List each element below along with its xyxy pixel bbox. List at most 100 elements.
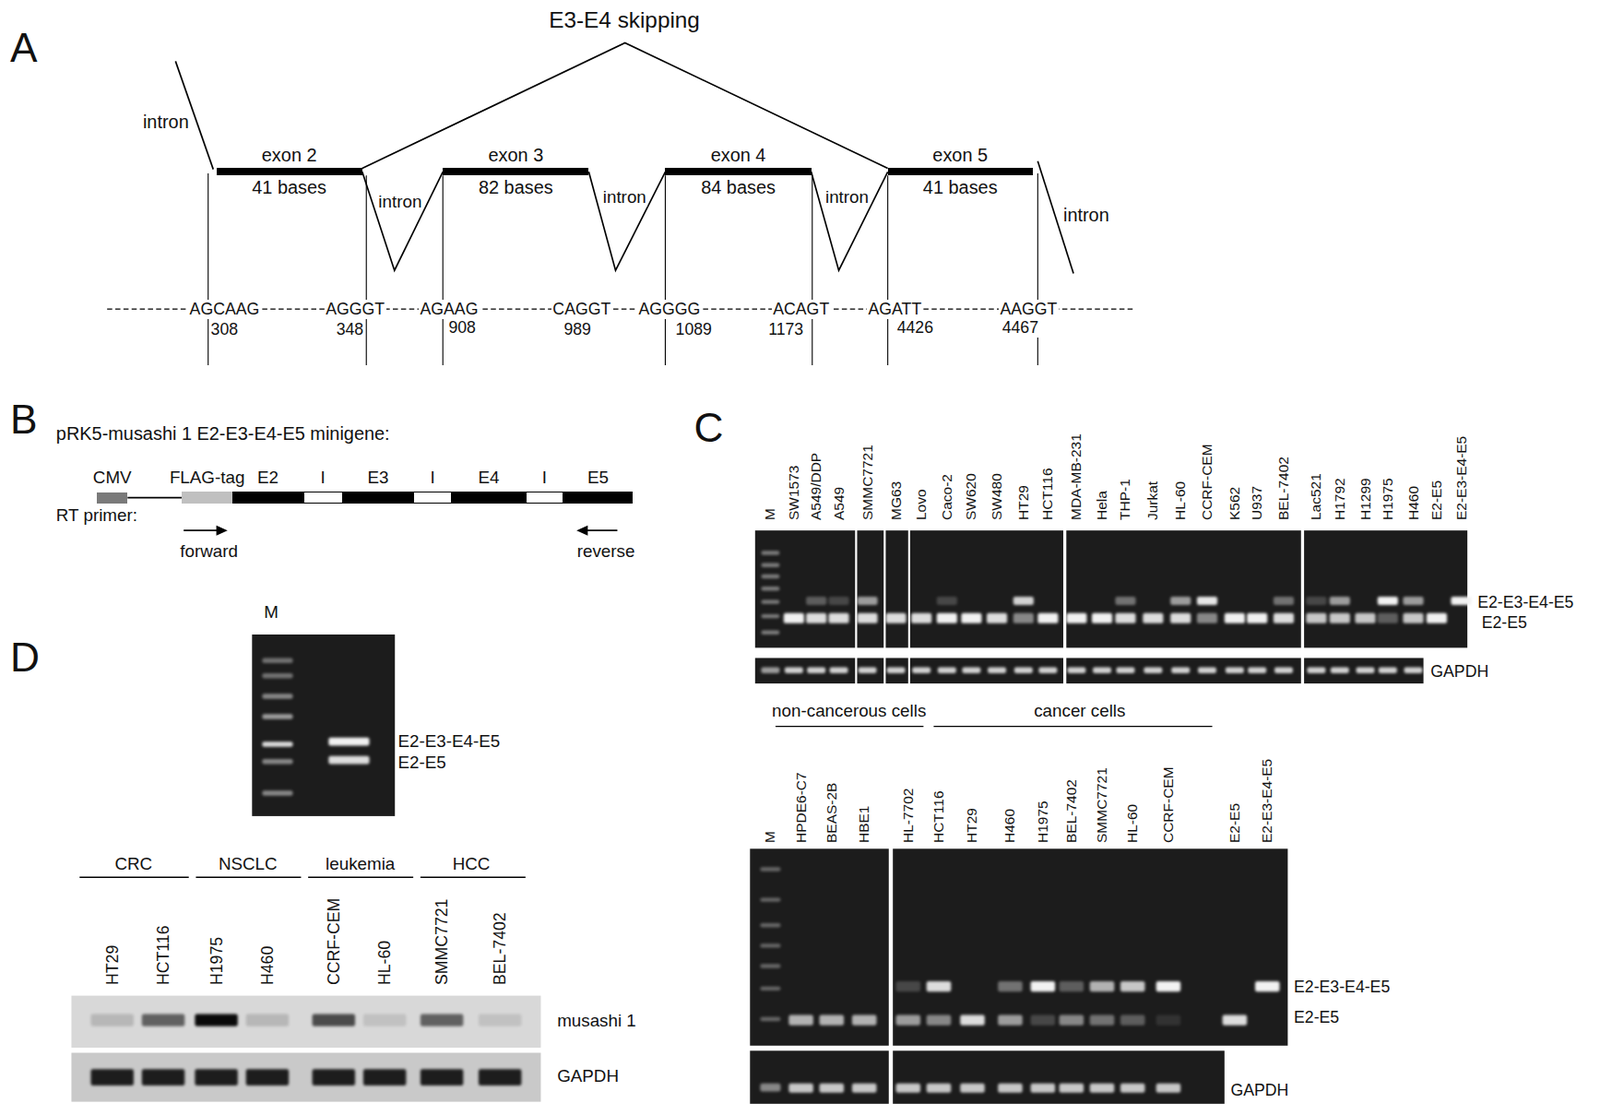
text-label: E2-E5 xyxy=(398,752,447,773)
lane-label: M xyxy=(761,830,779,843)
text-label: CAGGT xyxy=(551,299,613,319)
segment-bar xyxy=(181,491,233,504)
text-label: 308 xyxy=(209,320,240,339)
gel-band xyxy=(261,657,293,664)
gel-band xyxy=(997,1015,1023,1026)
boundary-line xyxy=(664,175,666,366)
splice-line xyxy=(362,171,443,271)
text-label: GAPDH xyxy=(1430,662,1489,681)
gel-band xyxy=(788,1015,814,1026)
gel-bands xyxy=(90,550,1471,1092)
gel-band xyxy=(885,613,906,624)
text-label: non-cancerous cells xyxy=(771,700,926,722)
gel-band xyxy=(936,596,958,605)
minigene-segment: E3 xyxy=(343,467,414,504)
gel-band xyxy=(852,1015,878,1026)
gel-band xyxy=(759,897,781,901)
lane-label: HPDE6-C7 xyxy=(793,771,810,843)
lane-label: A549 xyxy=(830,486,848,521)
gel xyxy=(251,634,395,817)
gel-band xyxy=(1014,666,1033,674)
minigene-segment: CMV xyxy=(96,467,128,503)
gel-band xyxy=(1404,666,1423,674)
gel-band xyxy=(1090,1083,1115,1093)
text-label: AGGGT xyxy=(324,299,387,319)
segment-label: I xyxy=(430,467,436,488)
segment-label: exon 5 xyxy=(932,144,988,166)
segment-bar xyxy=(216,167,363,176)
gel-band xyxy=(246,1068,289,1086)
gel-band xyxy=(961,666,981,674)
gel-backgrounds xyxy=(251,530,1468,1104)
text-label: reverse xyxy=(577,541,636,562)
segment-label: exon 4 xyxy=(711,144,767,166)
base-count: 84 bases xyxy=(700,177,776,199)
gel-band xyxy=(328,756,369,765)
gel-band xyxy=(784,666,804,674)
gel-band xyxy=(828,596,849,605)
gel-band xyxy=(1066,613,1087,624)
lane-label: HCT116 xyxy=(1039,468,1056,522)
gel-band xyxy=(759,963,781,968)
minigene-segment: I xyxy=(303,467,344,504)
lane-label: H1975 xyxy=(207,936,226,985)
group-line xyxy=(79,877,189,878)
gel-band xyxy=(1059,1083,1085,1093)
gel-band xyxy=(819,1015,845,1026)
lane-label: U937 xyxy=(1248,485,1266,521)
gel-band xyxy=(760,563,780,568)
gel-band xyxy=(1038,666,1057,674)
text-label: 1173 xyxy=(767,320,806,339)
gel-band xyxy=(1305,596,1327,605)
gel-band xyxy=(997,981,1023,992)
gel-band xyxy=(363,1013,406,1026)
minigene-segment: E5 xyxy=(563,467,633,504)
gel xyxy=(885,657,908,684)
lane-label: HT29 xyxy=(1015,485,1032,521)
gel-band xyxy=(90,1068,133,1086)
gel-band xyxy=(1156,981,1182,992)
segment-bar xyxy=(343,491,414,504)
segment-bar xyxy=(563,491,633,504)
gel-band xyxy=(937,666,957,674)
gel-band xyxy=(1426,613,1447,624)
gel-band xyxy=(852,1083,878,1093)
gel-band xyxy=(829,666,849,674)
gel-band xyxy=(926,1015,952,1026)
gel-band xyxy=(261,713,293,720)
lane-label: E2-E3-E4-E5 xyxy=(1453,436,1470,521)
gel xyxy=(1066,530,1301,648)
gel-band xyxy=(1091,613,1113,624)
gel-band xyxy=(788,1083,814,1093)
lane-label: SMMC7721 xyxy=(432,898,451,984)
gel-band xyxy=(960,1083,985,1093)
lane-label: Hela xyxy=(1093,490,1111,521)
gel-band xyxy=(1156,1015,1182,1026)
segment-bar xyxy=(303,491,344,504)
gel-band xyxy=(1013,596,1034,605)
gel-band xyxy=(1225,666,1245,674)
gel-band xyxy=(759,986,781,991)
sequence-dashed-line xyxy=(106,308,1133,310)
gel-band xyxy=(760,586,780,591)
segment-bar xyxy=(664,167,811,176)
panel-letter: B xyxy=(10,396,38,444)
gel-band xyxy=(1120,981,1146,992)
gel-band xyxy=(1274,666,1293,674)
gel-band xyxy=(1197,596,1218,605)
gel-band xyxy=(1246,613,1268,624)
edge-label: intron xyxy=(602,187,648,208)
gel-band xyxy=(760,614,780,618)
text-label: CRC xyxy=(114,853,153,875)
gel-band xyxy=(1090,1015,1115,1026)
gel-band xyxy=(1329,613,1351,624)
gel xyxy=(1303,530,1468,648)
gel-band xyxy=(90,1013,133,1026)
minigene-segment: I xyxy=(525,467,564,504)
exon-block: exon 241 bases xyxy=(216,144,363,199)
gel-band xyxy=(478,1068,522,1086)
gel-band xyxy=(759,866,781,871)
gel-band xyxy=(936,613,958,624)
segment-label: exon 3 xyxy=(487,144,544,166)
gel xyxy=(892,848,1288,1045)
